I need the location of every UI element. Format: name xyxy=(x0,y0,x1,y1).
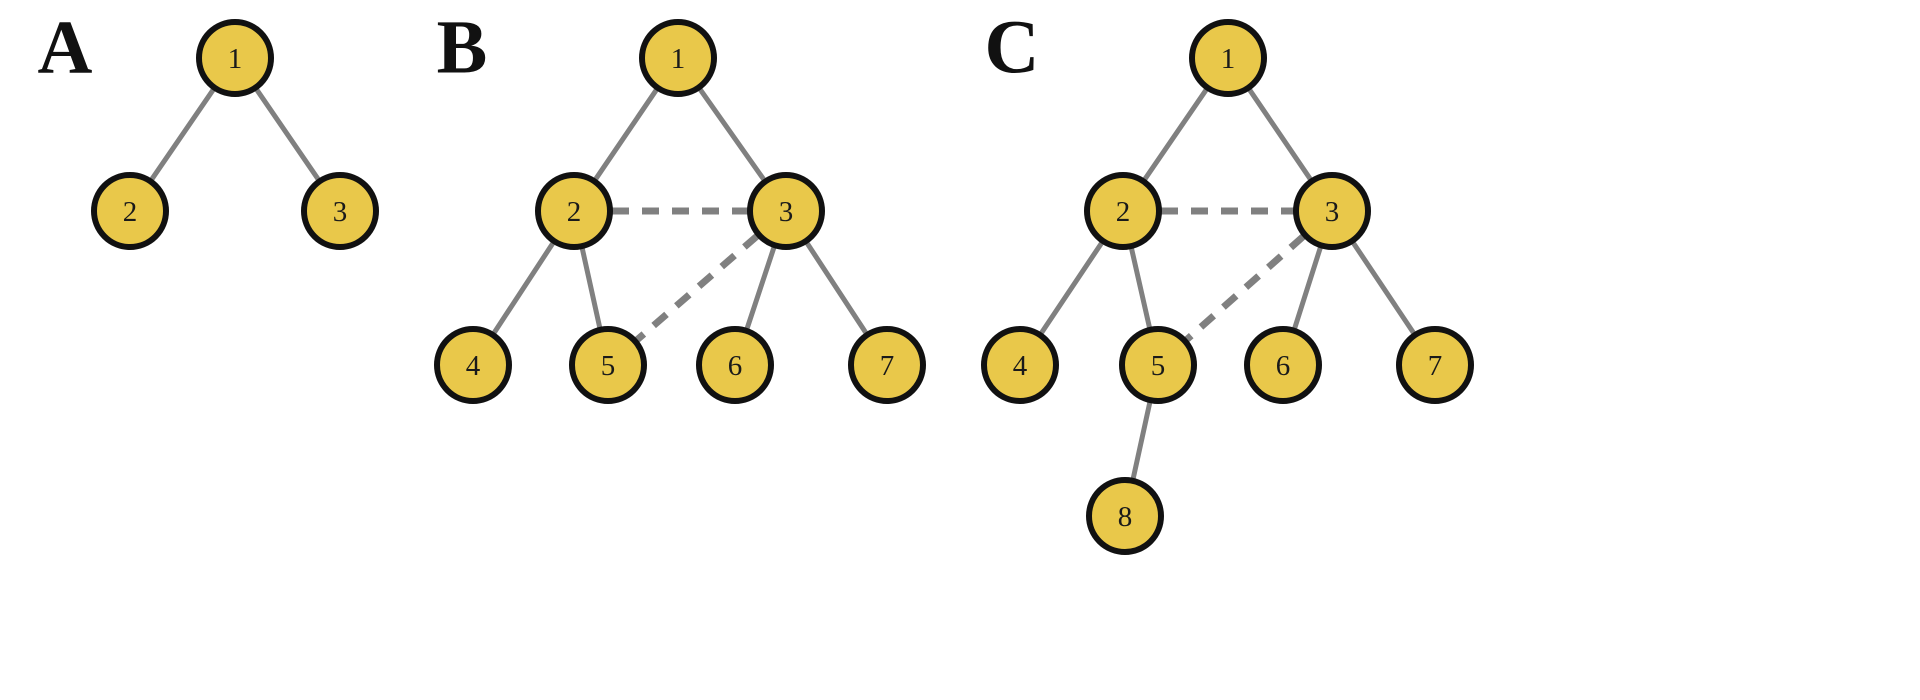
node-label-b-6: 6 xyxy=(728,350,743,382)
panel-label-b: B xyxy=(437,5,488,89)
node-label-c-3: 3 xyxy=(1325,196,1340,228)
node-circle-b-2 xyxy=(535,172,613,250)
node-circle-c-8 xyxy=(1086,477,1164,555)
node-label-c-6: 6 xyxy=(1276,350,1291,382)
node-circle-b-4 xyxy=(434,326,512,404)
node-b-6[interactable]: 6 xyxy=(696,326,774,404)
edge-c-3-7-solid xyxy=(1350,240,1417,336)
edge-c-3-6-solid xyxy=(1292,244,1323,332)
panel-label-c: C xyxy=(985,5,1040,89)
node-a-2[interactable]: 2 xyxy=(91,172,169,250)
edge-b-3-7-solid xyxy=(804,240,869,336)
node-label-b-4: 4 xyxy=(466,350,481,382)
edge-c-1-2-solid xyxy=(1142,86,1209,183)
node-circle-a-2 xyxy=(91,172,169,250)
node-label-a-2: 2 xyxy=(123,196,138,228)
edge-c-5-8-solid xyxy=(1130,399,1153,482)
node-c-7[interactable]: 7 xyxy=(1396,326,1474,404)
node-label-c-2: 2 xyxy=(1116,196,1131,228)
edge-a-1-3-solid xyxy=(254,86,321,183)
panel-labels-layer: A B C xyxy=(38,5,1040,89)
node-c-4[interactable]: 4 xyxy=(981,326,1059,404)
node-circle-c-3 xyxy=(1293,172,1371,250)
node-b-2[interactable]: 2 xyxy=(535,172,613,250)
node-label-a-1: 1 xyxy=(228,43,243,75)
node-label-b-1: 1 xyxy=(671,43,686,75)
node-circle-b-6 xyxy=(696,326,774,404)
node-a-1[interactable]: 1 xyxy=(196,19,274,97)
panel-label-a: A xyxy=(38,5,93,89)
node-label-b-2: 2 xyxy=(567,196,582,228)
nodes-layer: 1 2 3 1 2 3 4 5 6 7 1 2 3 4 5 6 7 8 xyxy=(91,19,1474,555)
node-b-5[interactable]: 5 xyxy=(569,326,647,404)
node-label-c-7: 7 xyxy=(1428,350,1443,382)
node-c-3[interactable]: 3 xyxy=(1293,172,1371,250)
node-label-b-7: 7 xyxy=(880,350,895,382)
edge-a-1-2-solid xyxy=(149,86,216,183)
node-b-4[interactable]: 4 xyxy=(434,326,512,404)
edge-b-2-5-solid xyxy=(579,245,603,331)
node-label-c-1: 1 xyxy=(1221,43,1236,75)
edge-b-2-4-solid xyxy=(491,240,556,336)
edge-c-1-3-solid xyxy=(1246,86,1314,183)
node-c-1[interactable]: 1 xyxy=(1189,19,1267,97)
node-circle-c-2 xyxy=(1084,172,1162,250)
node-c-8[interactable]: 8 xyxy=(1086,477,1164,555)
node-label-b-3: 3 xyxy=(779,196,794,228)
node-label-a-3: 3 xyxy=(333,196,348,228)
node-label-c-8: 8 xyxy=(1118,501,1133,533)
node-label-c-4: 4 xyxy=(1013,350,1028,382)
node-circle-a-3 xyxy=(301,172,379,250)
node-circle-c-1 xyxy=(1189,19,1267,97)
edges-layer xyxy=(149,86,1417,482)
node-circle-c-5 xyxy=(1119,326,1197,404)
edge-b-3-6-solid xyxy=(744,244,777,332)
node-circle-c-7 xyxy=(1396,326,1474,404)
node-label-b-5: 5 xyxy=(601,350,616,382)
node-label-c-5: 5 xyxy=(1151,350,1166,382)
node-circle-c-4 xyxy=(981,326,1059,404)
node-b-3[interactable]: 3 xyxy=(747,172,825,250)
node-circle-a-1 xyxy=(196,19,274,97)
node-circle-b-1 xyxy=(639,19,717,97)
node-c-5[interactable]: 5 xyxy=(1119,326,1197,404)
node-circle-b-5 xyxy=(569,326,647,404)
node-a-3[interactable]: 3 xyxy=(301,172,379,250)
node-circle-c-6 xyxy=(1244,326,1322,404)
edge-b-1-3-solid xyxy=(697,86,767,183)
edge-b-3-5-dashed xyxy=(634,233,760,343)
edge-c-2-4-solid xyxy=(1038,240,1105,336)
node-c-2[interactable]: 2 xyxy=(1084,172,1162,250)
node-b-7[interactable]: 7 xyxy=(848,326,926,404)
node-circle-b-3 xyxy=(747,172,825,250)
edge-c-3-5-dashed xyxy=(1184,233,1306,343)
node-circle-b-7 xyxy=(848,326,926,404)
edge-c-2-5-solid xyxy=(1128,245,1153,331)
node-b-1[interactable]: 1 xyxy=(639,19,717,97)
node-c-6[interactable]: 6 xyxy=(1244,326,1322,404)
edge-b-1-2-solid xyxy=(592,86,660,183)
